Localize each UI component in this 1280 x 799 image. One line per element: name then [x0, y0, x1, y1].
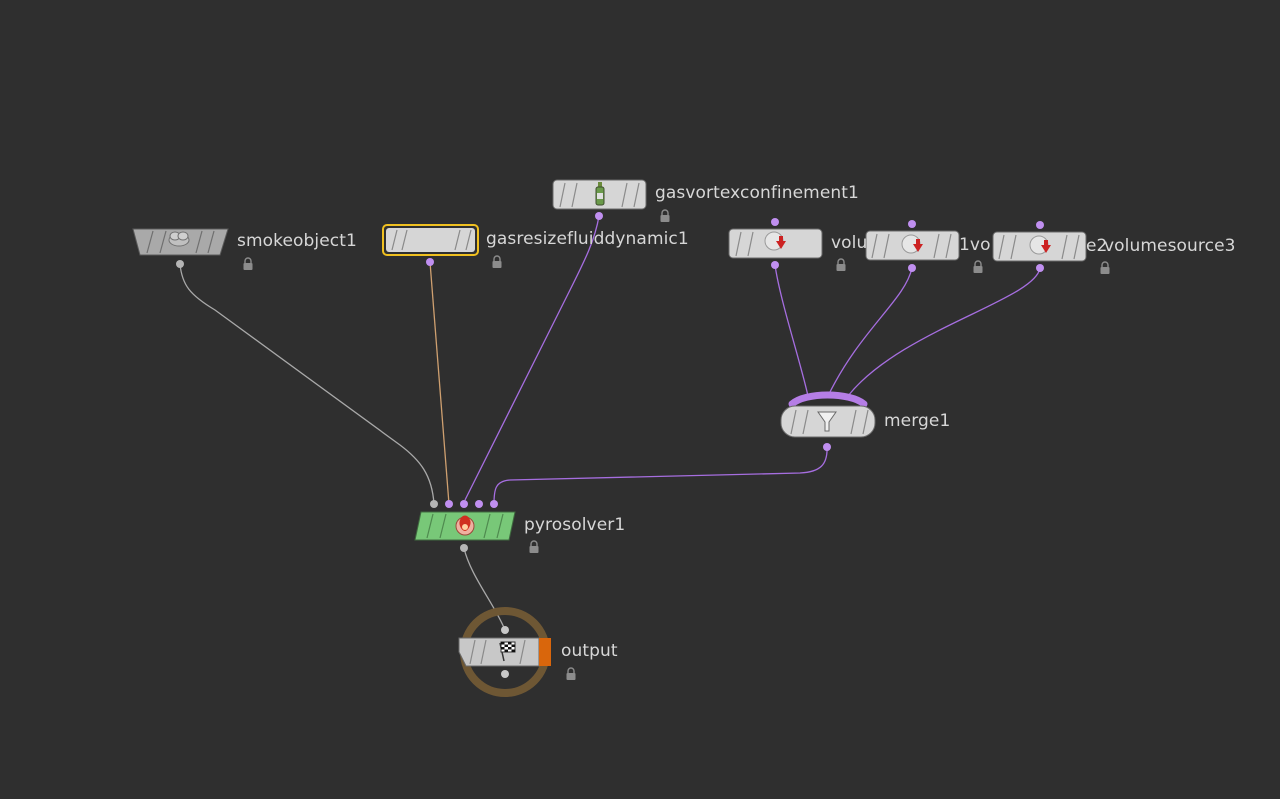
node-label-volumesource1[interactable]: volu	[831, 233, 868, 253]
wire-gasvortex-to-pyrosolver[interactable]	[464, 215, 600, 501]
node-smokeobject1[interactable]	[132, 228, 229, 268]
lock-icon[interactable]	[660, 209, 670, 222]
smoke-cloud-icon	[168, 231, 190, 247]
input-port[interactable]	[771, 218, 779, 226]
lock-icon[interactable]	[973, 260, 983, 273]
wire-volsrc1-to-merge[interactable]	[774, 264, 809, 397]
output-port[interactable]	[1036, 264, 1044, 272]
node-output[interactable]	[458, 607, 551, 697]
node-label-volumesource2[interactable]: 1vo	[959, 235, 991, 255]
node-label-gasvortexconfinement1[interactable]: gasvortexconfinement1	[655, 183, 859, 203]
volume-source-icon	[901, 234, 923, 254]
lock-icon[interactable]	[836, 258, 846, 271]
output-port[interactable]	[823, 443, 831, 451]
funnel-icon	[817, 411, 837, 432]
lock-icon[interactable]	[566, 667, 576, 680]
lock-icon[interactable]	[243, 257, 253, 270]
volume-source-icon	[764, 231, 786, 251]
lock-icon[interactable]	[1100, 261, 1110, 274]
wire-smokeobject-to-pyrosolver[interactable]	[179, 263, 435, 505]
node-gasresizefluiddynamic1[interactable]	[382, 224, 479, 266]
node-pyrosolver1[interactable]	[414, 500, 516, 552]
fire-icon	[455, 515, 475, 536]
lock-icon[interactable]	[529, 540, 539, 553]
node-label-gasresizefluiddynamic1[interactable]: gasresizefluiddynamic1	[486, 229, 689, 249]
volume-source-icon	[1029, 235, 1051, 255]
output-port[interactable]	[426, 258, 434, 266]
output-port[interactable]	[176, 260, 184, 268]
input-port[interactable]	[445, 500, 453, 508]
node-label-volumesource3[interactable]: volumesource3	[1104, 236, 1236, 256]
node-volumesource2[interactable]	[865, 220, 960, 272]
input-port[interactable]	[908, 220, 916, 228]
node-label-pyrosolver1[interactable]: pyrosolver1	[524, 515, 626, 535]
wire-gasresize-to-pyrosolver[interactable]	[429, 261, 450, 505]
lock-icons	[243, 209, 1110, 680]
node-label-smokeobject1[interactable]: smokeobject1	[237, 231, 357, 251]
wires	[179, 215, 1041, 631]
input-port[interactable]	[460, 500, 468, 508]
input-port[interactable]	[501, 626, 509, 634]
output-port[interactable]	[595, 212, 603, 220]
wire-volsrc2-to-merge[interactable]	[827, 267, 913, 397]
output-port[interactable]	[908, 264, 916, 272]
node-volumesource3[interactable]	[992, 221, 1087, 272]
wire-merge-to-pyrosolver[interactable]	[493, 445, 828, 505]
wire-pyrosolver-to-output[interactable]	[463, 547, 506, 631]
node-merge1[interactable]	[780, 391, 876, 451]
merge-input-bar[interactable]	[788, 391, 868, 408]
input-port[interactable]	[1036, 221, 1044, 229]
output-port[interactable]	[460, 544, 468, 552]
output-port[interactable]	[771, 261, 779, 269]
node-label-volumesource3-prefix[interactable]: e2	[1086, 236, 1108, 256]
input-port[interactable]	[490, 500, 498, 508]
bottle-icon	[595, 182, 605, 206]
input-port[interactable]	[430, 500, 438, 508]
display-flag[interactable]	[539, 638, 551, 666]
output-port[interactable]	[501, 670, 509, 678]
checkered-flag-icon	[499, 641, 516, 662]
input-port[interactable]	[475, 500, 483, 508]
node-gasvortexconfinement1[interactable]	[552, 179, 647, 220]
node-volumesource1[interactable]	[728, 218, 823, 269]
node-label-output[interactable]: output	[561, 641, 618, 661]
wire-volsrc3-to-merge[interactable]	[847, 267, 1041, 397]
lock-icon[interactable]	[492, 255, 502, 268]
node-label-merge1[interactable]: merge1	[884, 411, 951, 431]
